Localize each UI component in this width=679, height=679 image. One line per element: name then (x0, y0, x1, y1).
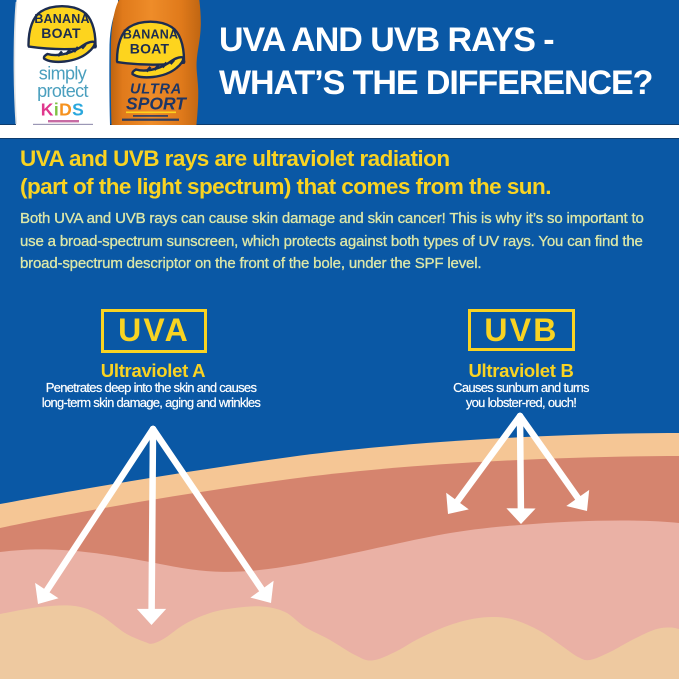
svg-text:simply: simply (39, 64, 87, 84)
svg-text:ULTRA: ULTRA (130, 82, 182, 98)
svg-text:KiDS: KiDS (41, 100, 84, 120)
svg-text:SPORT: SPORT (126, 94, 187, 114)
svg-text:protect: protect (37, 81, 88, 101)
